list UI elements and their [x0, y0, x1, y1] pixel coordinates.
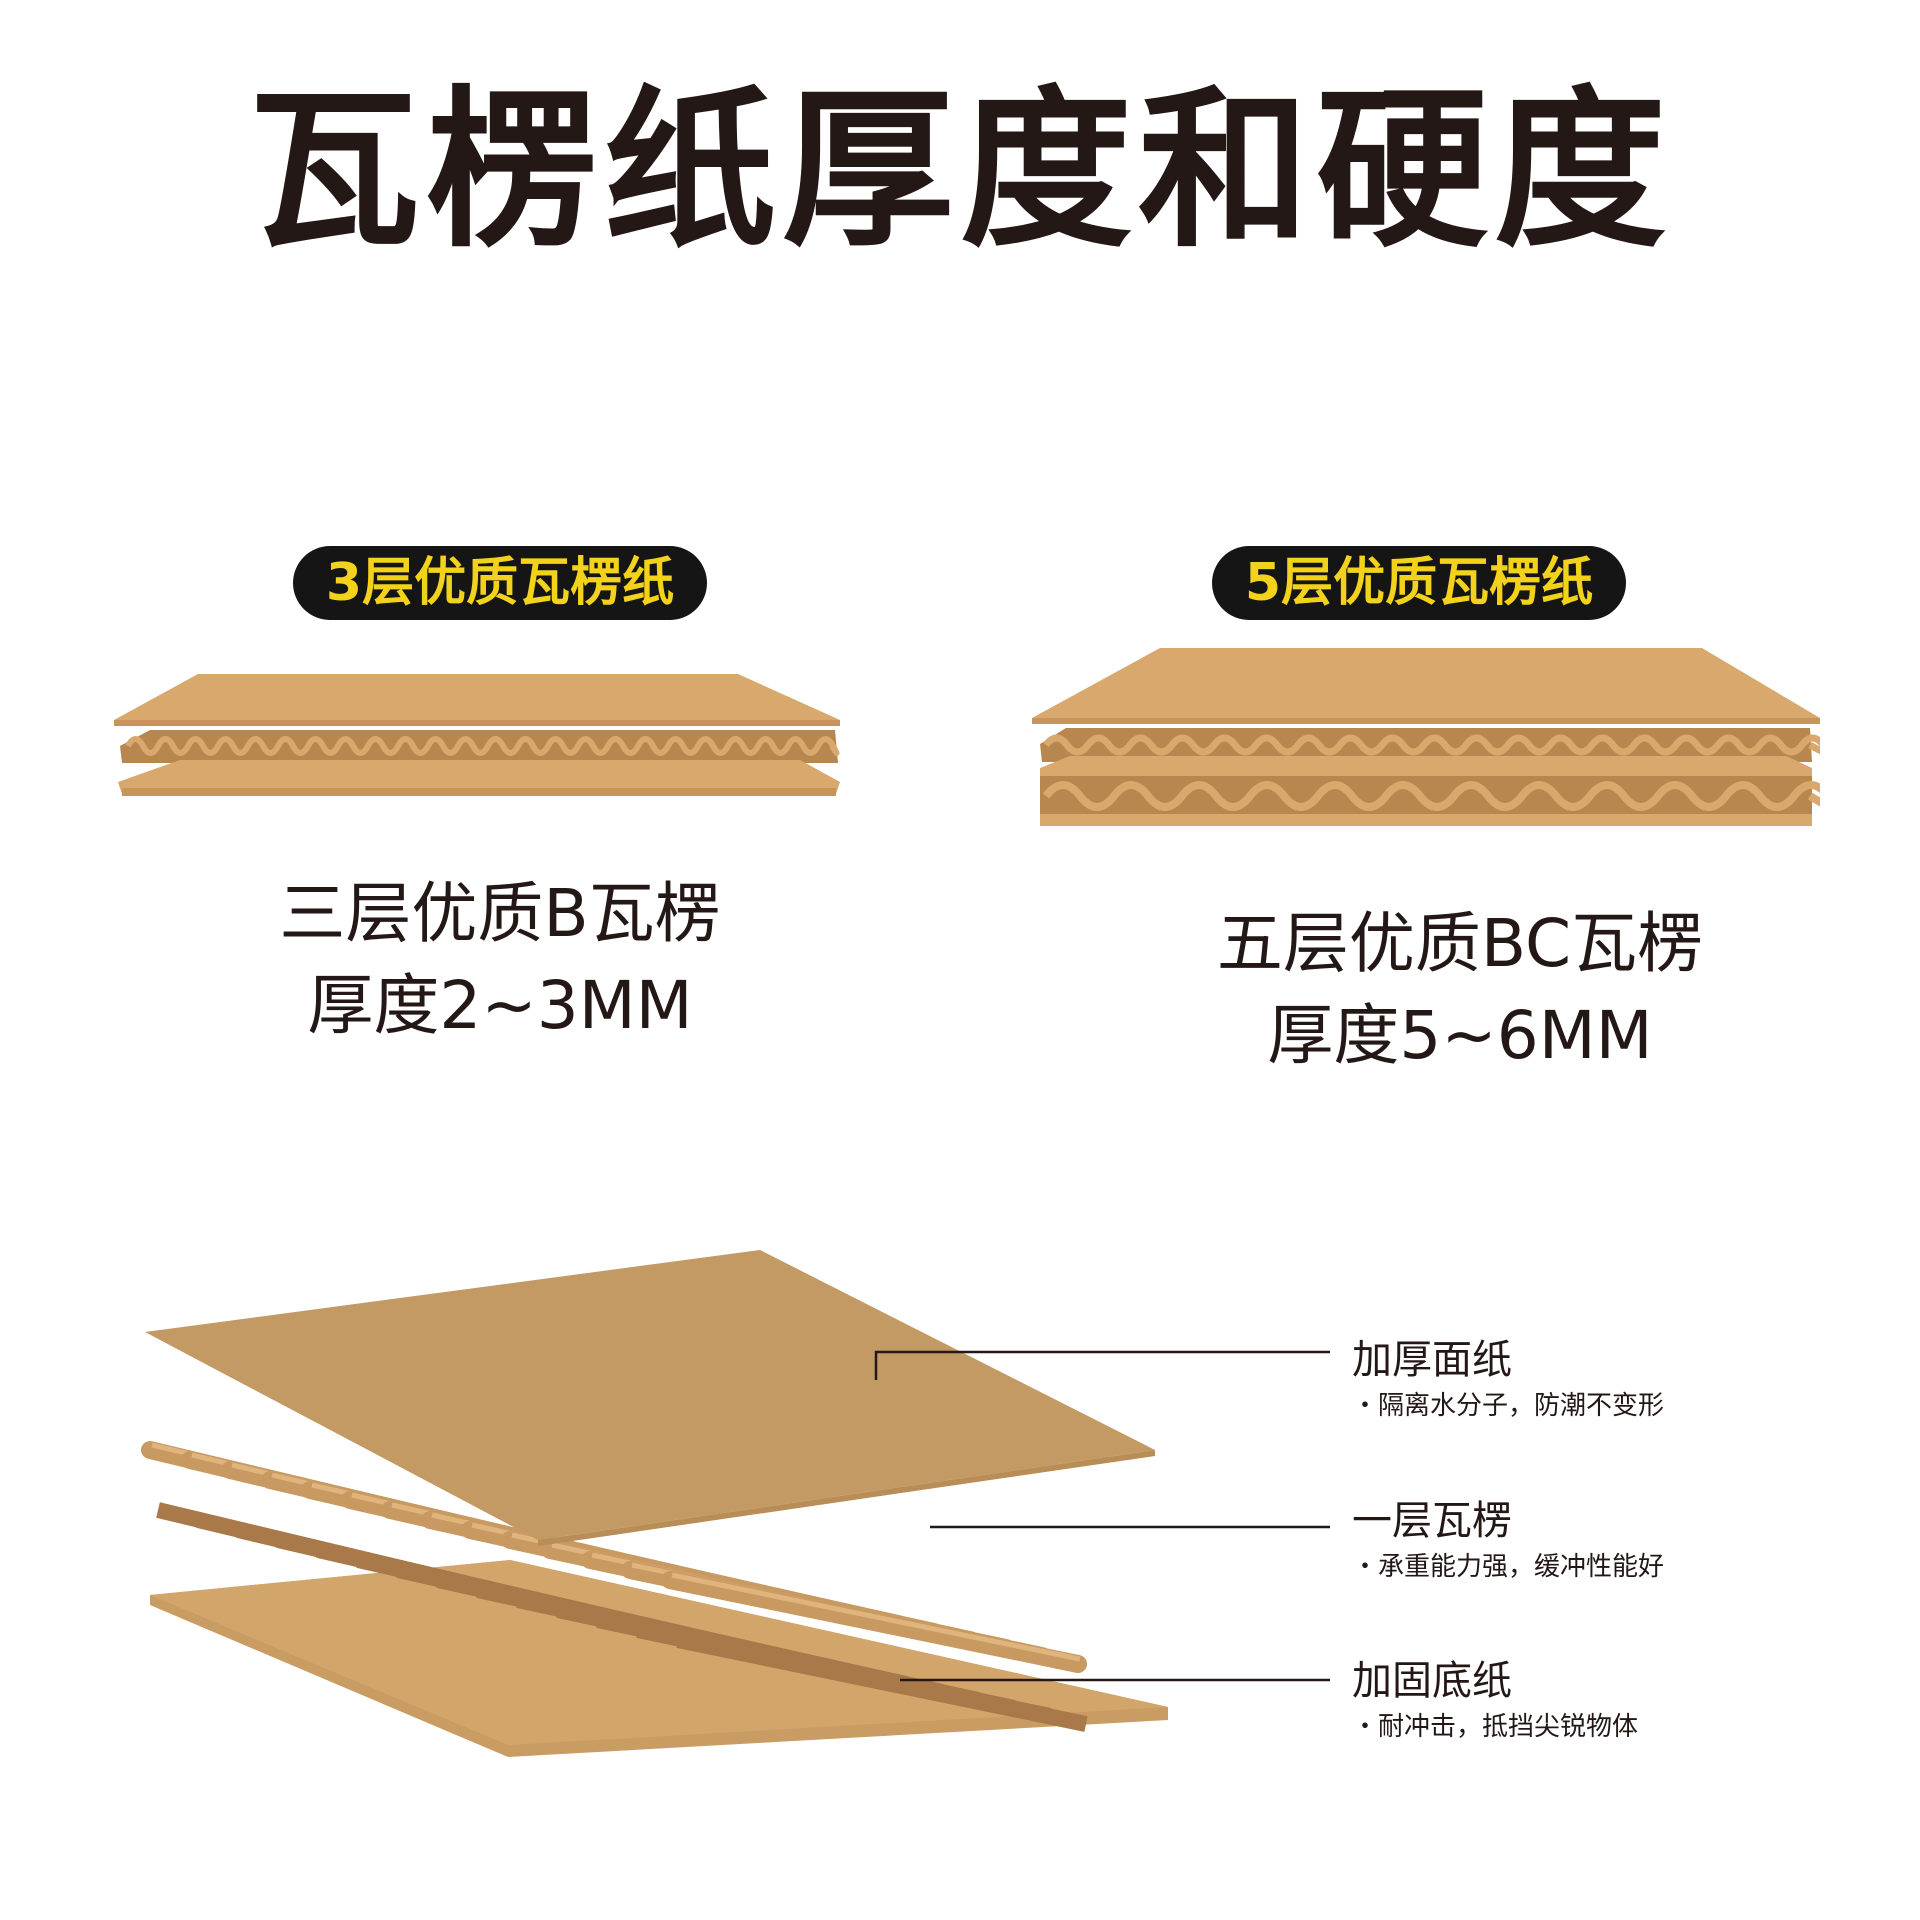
- callout-flute: 一层瓦楞 ・承重能力强，缓冲性能好: [1352, 1497, 1664, 1585]
- product-3-thickness: 厚度2~3MM: [307, 967, 693, 1044]
- top-liner: [1032, 648, 1820, 718]
- leader-line-top: [874, 1350, 1330, 1380]
- callout-top-liner-title: 加厚面纸: [1352, 1337, 1512, 1383]
- badge-5-layer: 5层优质瓦楞纸: [1212, 546, 1626, 620]
- exploded-layers-illustration: [141, 1250, 1330, 1757]
- badge-3-layer: 3层优质瓦楞纸: [293, 546, 707, 620]
- top-liner-sheet: [145, 1250, 1155, 1540]
- flute-highlight: [671, 1572, 1081, 1662]
- bottom-liner: [1040, 814, 1812, 826]
- product-3-name: 三层优质B瓦楞: [279, 875, 721, 952]
- callout-top-liner: 加厚面纸 ・隔离水分子，防潮不变形: [1352, 1336, 1664, 1424]
- page-title: 瓦楞纸厚度和硬度: [248, 70, 1672, 271]
- product-5-thickness: 厚度5~6MM: [1267, 997, 1653, 1074]
- callout-bottom-liner: 加固底纸 ・耐冲击，抵挡尖锐物体: [1352, 1657, 1638, 1745]
- flute-shadow: [676, 1632, 1088, 1732]
- callout-flute-desc: ・承重能力强，缓冲性能好: [1352, 1552, 1665, 1582]
- flute-ridge: [661, 1571, 1087, 1673]
- callout-top-liner-desc: ・隔离水分子，防潮不变形: [1352, 1391, 1665, 1421]
- product-5-name: 五层优质BC瓦楞: [1216, 905, 1704, 982]
- middle-liner: [1040, 756, 1812, 776]
- callout-bottom-liner-desc: ・耐冲击，抵挡尖锐物体: [1352, 1712, 1639, 1742]
- product-3-description: 三层优质B瓦楞 厚度2~3MM: [200, 868, 800, 1052]
- corrugated-flute-sheet: [141, 1441, 1088, 1732]
- three-layer-board-illustration: [114, 674, 840, 796]
- bottom-liner: [118, 760, 840, 794]
- callout-flute-title: 一层瓦楞: [1352, 1498, 1512, 1544]
- product-5-description: 五层优质BC瓦楞 厚度5~6MM: [1120, 898, 1800, 1082]
- top-liner: [114, 674, 840, 720]
- five-layer-board-illustration: [1032, 648, 1820, 826]
- callout-bottom-liner-title: 加固底纸: [1352, 1658, 1512, 1704]
